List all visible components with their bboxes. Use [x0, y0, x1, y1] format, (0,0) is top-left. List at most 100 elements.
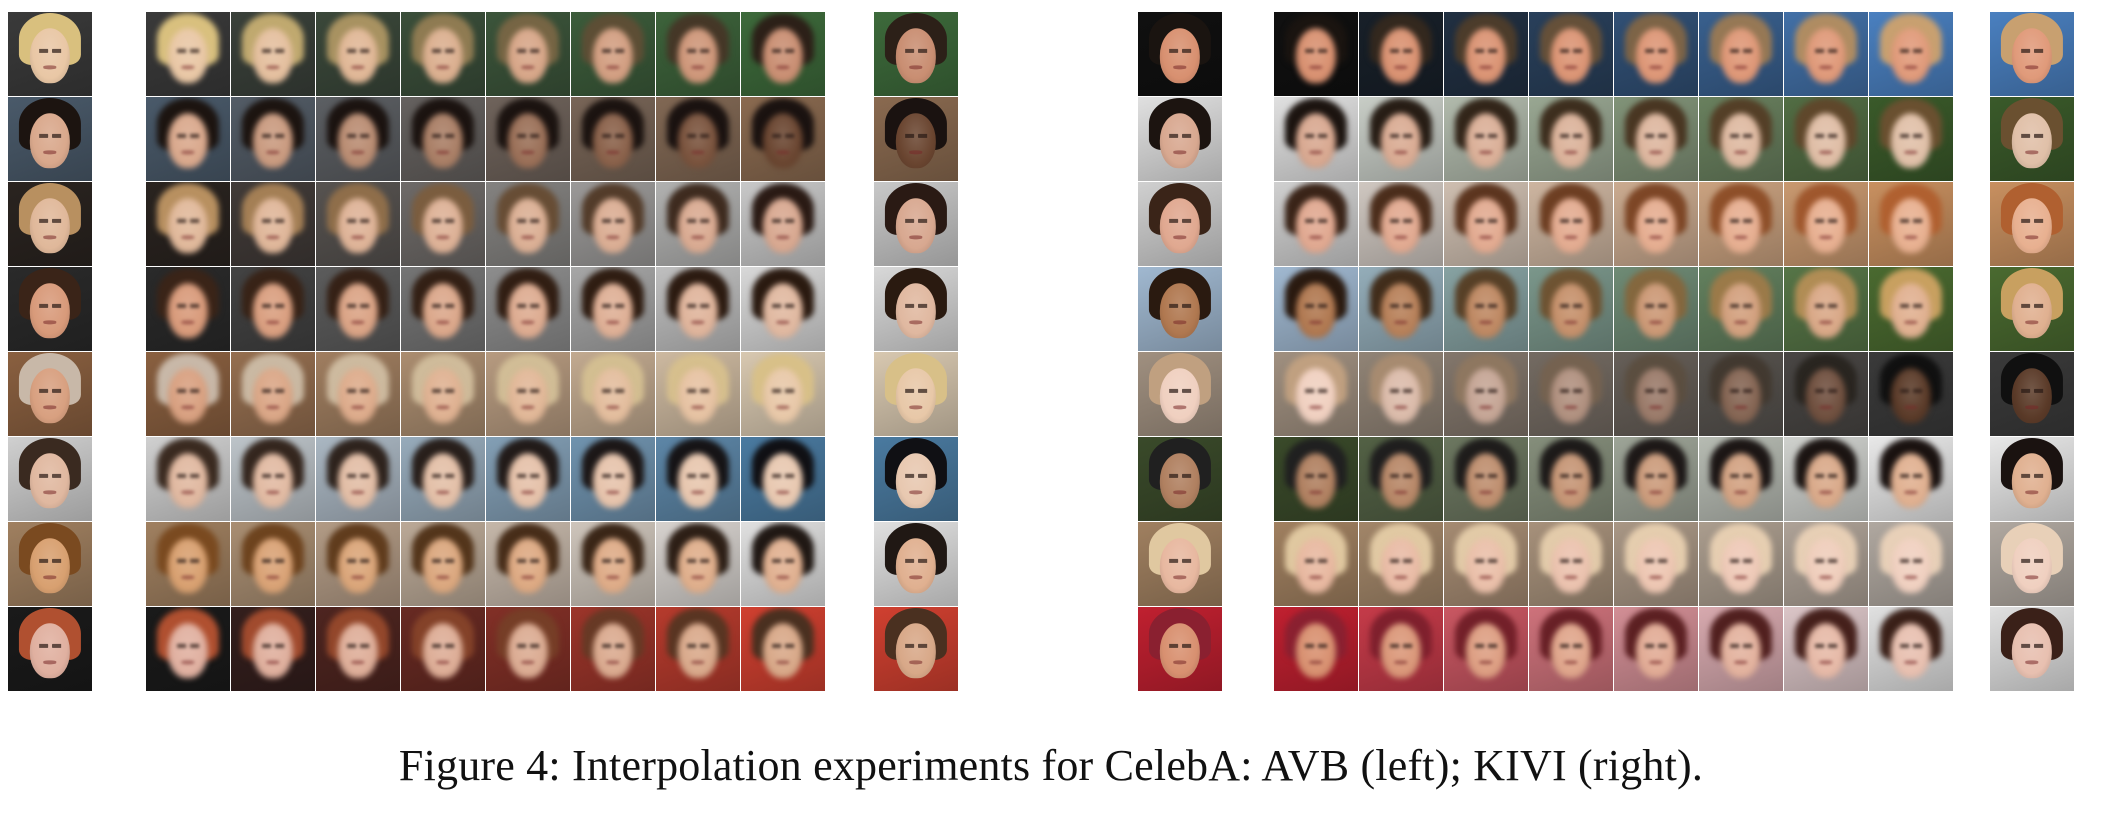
interpolated-face [316, 182, 400, 266]
interpolated-face [656, 12, 740, 96]
interpolated-face [741, 182, 825, 266]
interpolated-face [1784, 12, 1868, 96]
interpolated-face [1869, 12, 1953, 96]
interpolated-face [1274, 182, 1358, 266]
interpolated-face [1274, 12, 1358, 96]
interpolated-face [571, 97, 655, 181]
source-face-left [1138, 522, 1222, 606]
interpolated-face [1614, 267, 1698, 351]
interpolated-face [316, 352, 400, 436]
interpolated-face [1784, 267, 1868, 351]
interpolated-face [1274, 607, 1358, 691]
source-face-right [1990, 352, 2074, 436]
interpolated-face [1359, 182, 1443, 266]
interpolated-face [1274, 97, 1358, 181]
interpolated-face [1529, 97, 1613, 181]
source-face-right [1990, 267, 2074, 351]
interpolated-face [401, 352, 485, 436]
source-face-right [874, 607, 958, 691]
interpolated-face [1359, 267, 1443, 351]
interpolated-face [486, 182, 570, 266]
interpolated-face [146, 607, 230, 691]
source-face-right [1990, 607, 2074, 691]
source-face-left [1138, 182, 1222, 266]
interpolated-face [741, 12, 825, 96]
interpolated-face [401, 12, 485, 96]
interpolated-face [1444, 97, 1528, 181]
interpolated-face [1444, 182, 1528, 266]
interpolated-face [656, 352, 740, 436]
interpolated-face [1359, 437, 1443, 521]
interpolated-face [1274, 267, 1358, 351]
interpolated-face [656, 267, 740, 351]
interpolated-face [1784, 607, 1868, 691]
interpolated-face [1614, 97, 1698, 181]
interpolated-face [1614, 607, 1698, 691]
interpolated-face [231, 607, 315, 691]
interpolated-face [571, 522, 655, 606]
source-face-left [1138, 607, 1222, 691]
interpolated-face [571, 182, 655, 266]
interpolated-face [656, 607, 740, 691]
interpolated-face [1444, 267, 1528, 351]
interpolated-face [1699, 437, 1783, 521]
source-face-right [874, 97, 958, 181]
interpolated-face [1444, 522, 1528, 606]
interpolated-face [656, 182, 740, 266]
interpolated-face [486, 522, 570, 606]
interpolated-face [1614, 437, 1698, 521]
interpolated-face [486, 437, 570, 521]
interpolated-face [1529, 352, 1613, 436]
interpolated-face [401, 522, 485, 606]
figure-4 [8, 12, 2074, 691]
interpolated-face [741, 352, 825, 436]
interpolated-face [401, 437, 485, 521]
interpolated-face [1359, 607, 1443, 691]
source-face-right [1990, 182, 2074, 266]
interpolated-face [1359, 522, 1443, 606]
source-face-right [874, 12, 958, 96]
source-face-right [1990, 97, 2074, 181]
interpolated-face [1699, 522, 1783, 606]
interpolated-face [486, 267, 570, 351]
interpolated-face [1529, 437, 1613, 521]
source-face-left [8, 12, 92, 96]
interpolated-face [1614, 352, 1698, 436]
source-face-left [8, 352, 92, 436]
interpolated-face [1444, 437, 1528, 521]
interpolated-face [146, 437, 230, 521]
interpolated-face [1359, 12, 1443, 96]
interpolated-face [1699, 97, 1783, 181]
interpolated-face [316, 97, 400, 181]
interpolated-face [316, 437, 400, 521]
interpolated-face [1529, 182, 1613, 266]
interpolated-face [1784, 97, 1868, 181]
source-face-left [8, 182, 92, 266]
interpolated-face [486, 352, 570, 436]
interpolated-face [571, 12, 655, 96]
interpolated-face [401, 97, 485, 181]
interpolated-face [1699, 267, 1783, 351]
interpolated-face [1359, 352, 1443, 436]
interpolated-face [1869, 267, 1953, 351]
interpolated-face [1869, 607, 1953, 691]
interpolated-face [1869, 522, 1953, 606]
interpolated-face [1614, 522, 1698, 606]
interpolated-face [231, 437, 315, 521]
interpolated-face [1784, 182, 1868, 266]
interpolated-face [231, 522, 315, 606]
interpolated-face [231, 267, 315, 351]
interpolated-face [571, 607, 655, 691]
interpolated-face [486, 12, 570, 96]
interpolated-face [1529, 522, 1613, 606]
interpolated-face [1444, 607, 1528, 691]
interpolated-face [741, 437, 825, 521]
source-face-left [8, 522, 92, 606]
source-face-right [874, 352, 958, 436]
interpolated-face [1699, 12, 1783, 96]
interpolated-face [1869, 97, 1953, 181]
interpolated-face [231, 12, 315, 96]
source-face-left [8, 437, 92, 521]
source-face-right [1990, 522, 2074, 606]
source-face-right [1990, 12, 2074, 96]
